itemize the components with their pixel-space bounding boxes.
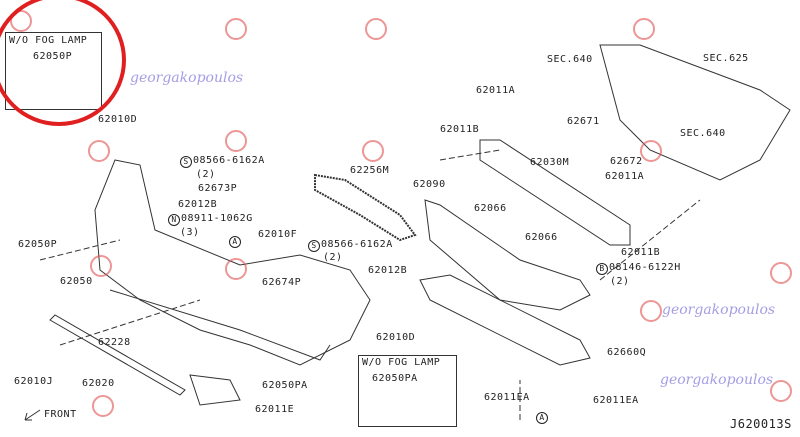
callout-b-icon: B	[596, 263, 608, 275]
undercover	[419, 274, 591, 366]
radiator-core	[599, 44, 791, 181]
section-label: SEC.640	[680, 128, 726, 139]
part-label: 62228	[98, 337, 131, 348]
leader-lines	[39, 149, 701, 420]
part-label: 62672	[610, 156, 643, 167]
part-label: 62010D	[98, 114, 138, 125]
diagram-code: J620013S	[730, 417, 792, 431]
callout-a: A	[229, 236, 242, 248]
part-label: 62066	[525, 232, 558, 243]
part-label: 62010F	[258, 229, 298, 240]
part-label: 62011B	[621, 247, 661, 258]
watermark-logo	[640, 300, 662, 322]
part-label: 62010D	[376, 332, 416, 343]
part-label: 62011A	[476, 85, 516, 96]
watermark: georgakopoulos	[130, 70, 244, 86]
lower-moulding	[49, 314, 186, 396]
part-label: 62012B	[178, 199, 218, 210]
highlight-ring	[0, 0, 126, 126]
fog-cover	[189, 374, 241, 406]
watermark-logo	[365, 18, 387, 40]
inset-part: 62050PA	[372, 373, 418, 384]
inset-no-fog-lamp-2	[358, 355, 457, 427]
qty: (2)	[610, 276, 630, 287]
part-label: 62256M	[350, 165, 390, 176]
part-label: 62050P	[18, 239, 58, 250]
part-label: 62066	[474, 203, 507, 214]
section-label: SEC.640	[547, 54, 593, 65]
watermark-logo	[633, 18, 655, 40]
inset-title: W/O FOG LAMP	[362, 357, 441, 368]
grille	[314, 173, 417, 242]
qty: (2)	[196, 169, 216, 180]
watermark-logo	[770, 262, 792, 284]
bumper-cover	[94, 159, 371, 366]
watermark-logo	[90, 255, 112, 277]
watermark-logo	[225, 18, 247, 40]
watermark-logo	[362, 140, 384, 162]
part-label: 62050PA	[262, 380, 308, 391]
part-label: 62011A	[605, 171, 645, 182]
watermark-logo	[225, 130, 247, 152]
qty: (3)	[180, 227, 200, 238]
part-label: 62012B	[368, 265, 408, 276]
watermark-logo	[225, 258, 247, 280]
part-label: 62011EA	[593, 395, 639, 406]
section-label: SEC.625	[703, 53, 749, 64]
qty: (2)	[323, 252, 343, 263]
part-label: 62011B	[440, 124, 480, 135]
watermark-logo	[92, 395, 114, 417]
part-number: 08911-1062G	[181, 213, 253, 224]
callout-n-icon: N	[168, 214, 180, 226]
watermark: georgakopoulos	[662, 302, 776, 318]
bumper-lower	[109, 289, 331, 361]
part-label: 62674P	[262, 277, 302, 288]
part-label: 62671	[567, 116, 600, 127]
absorber	[424, 199, 591, 311]
part-label: 62020	[82, 378, 115, 389]
part-label: 62010J	[14, 376, 54, 387]
part-label: 62011EA	[484, 392, 530, 403]
watermark-logo	[88, 140, 110, 162]
part-number: 08566-6162A	[321, 239, 393, 250]
part-label: 62673P	[198, 183, 238, 194]
part-label: 62090	[413, 179, 446, 190]
callout-s-icon: S	[308, 240, 320, 252]
watermark: georgakopoulos	[660, 372, 774, 388]
part-label: 62030M	[530, 157, 570, 168]
front-arrow-icon	[24, 409, 41, 421]
callout-s-icon: S	[180, 156, 192, 168]
part-label: 62660Q	[607, 347, 647, 358]
watermark-logo	[770, 380, 792, 402]
front-label: FRONT	[44, 409, 77, 420]
part-number: 08566-6162A	[193, 155, 265, 166]
part-number: 08146-6122H	[609, 262, 681, 273]
callout-a: A	[536, 412, 549, 424]
part-label: 62011E	[255, 404, 295, 415]
reinforcement	[479, 139, 631, 246]
part-label: 62050	[60, 276, 93, 287]
callout-a-icon: A	[536, 412, 548, 424]
watermark-logo	[640, 140, 662, 162]
callout-a-icon: A	[229, 236, 241, 248]
